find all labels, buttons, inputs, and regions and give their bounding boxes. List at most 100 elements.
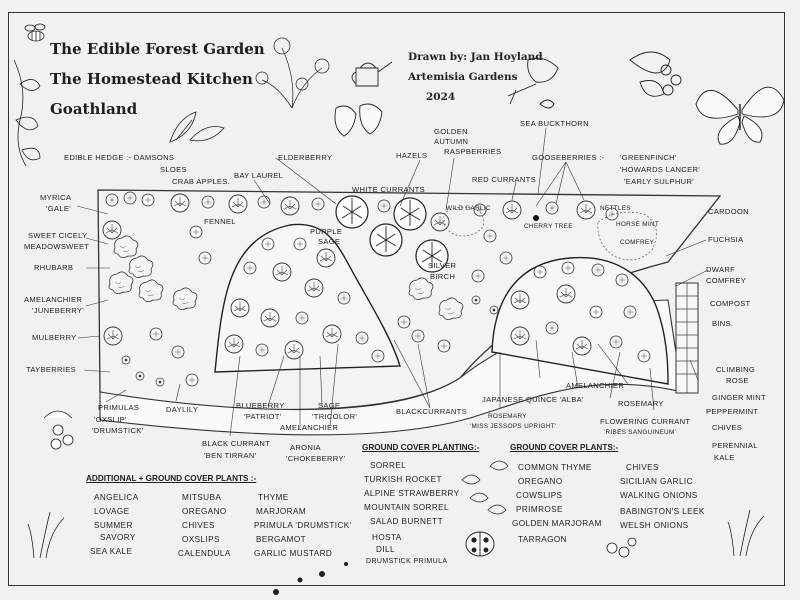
label-blueberry: Blueberry: [236, 401, 285, 410]
wild-garlic-patch: [442, 206, 485, 237]
additional-col2-item: Mitsuba: [182, 493, 222, 502]
label-cardoon: Cardoon: [708, 207, 749, 216]
additional-col3-item: Garlic mustard: [254, 549, 333, 558]
berries-illustration: [43, 410, 637, 558]
additional-col3-item: Marjoram: [256, 507, 307, 516]
label-ribes: 'Ribes sanguineum': [604, 429, 677, 436]
label-golden: Golden: [434, 127, 468, 136]
middle-plants: [369, 215, 539, 353]
label-sage: Sage: [318, 401, 341, 410]
additional-col1-item: Sea Kale: [90, 547, 133, 556]
label-tayberries: Tayberries: [26, 365, 76, 374]
label-juneberry: 'Juneberry': [32, 306, 85, 315]
butterfly-illustration: [695, 86, 785, 145]
additional-col1-item: Savory: [100, 533, 136, 542]
label-crab-apples: Crab apples.: [172, 177, 231, 186]
left-arch-bed: [214, 223, 401, 373]
title-line-3: Goathland: [50, 100, 138, 118]
ladybird-illustration: [465, 531, 495, 557]
ground-cover-2-col2-item: Sicilian garlic: [620, 477, 693, 486]
ground-cover-2-col2-item: Babington's leek: [620, 507, 705, 516]
additional-col3-item: Bergamot: [256, 535, 307, 544]
garden-tools-illustration: [507, 57, 559, 109]
label-nettles: Nettles: [600, 205, 631, 212]
strawberries-illustration: [334, 103, 383, 137]
lavender-illustration: [27, 509, 765, 559]
additional-col2-item: Oxslips: [182, 535, 220, 544]
additional-col3-item: Primula 'Drumstick': [254, 521, 352, 530]
label-elderberry: Elderberry: [278, 153, 333, 162]
label-cherry-tree: Cherry tree: [524, 223, 573, 230]
ground-cover-1-item: Hosta: [372, 533, 402, 542]
label-aronia: Aronia: [290, 443, 321, 452]
ground-cover-1-heading: Ground cover planting:-: [362, 443, 480, 452]
flower-umbel-illustration: [255, 37, 330, 109]
ground-cover-2-col1-item: Golden marjoram: [512, 519, 602, 528]
additional-col3-item: Thyme: [258, 493, 289, 502]
label-dwarf-comfrey: Comfrey: [706, 276, 747, 285]
label-horse-mint: Horse mint: [616, 221, 660, 228]
label-amelanchier-juneberry: Amelanchier: [24, 295, 83, 304]
label-red-currants: Red currants: [472, 175, 536, 184]
label-purple: Purple: [310, 227, 343, 236]
label-ben-tirran: 'Ben Tirran': [204, 451, 257, 460]
label-rosemary-mj: Rosemary: [488, 413, 527, 420]
label-sloes: Sloes: [160, 165, 187, 174]
ground-cover-2-col1-item: Common thyme: [518, 463, 592, 472]
label-gale: 'Gale': [46, 204, 71, 213]
leader-lines: [76, 127, 709, 437]
right-arch-bed: [491, 256, 669, 385]
year: 2024: [426, 91, 456, 103]
ground-cover-2-col1-item: Primrose: [516, 505, 563, 514]
label-dwarf: Dwarf: [706, 265, 736, 274]
page-border: [8, 12, 785, 586]
ground-cover-1-item: Sorrel: [370, 461, 407, 470]
label-sea-buckthorn: Sea buckthorn: [520, 119, 589, 128]
studio-name: Artemisia Gardens: [408, 71, 518, 83]
ground-cover-2-col2-item: Welsh onions: [620, 521, 689, 530]
label-compost: Compost: [710, 299, 751, 308]
label-climbing-rose: Rose: [726, 376, 749, 385]
label-rhubarb: Rhubarb: [34, 263, 74, 272]
label-compost-bins: Bins.: [712, 319, 734, 328]
ground-cover-1-item: Mountain sorrel: [364, 503, 449, 512]
label-silver: Silver: [428, 261, 457, 270]
nettle-patch: [597, 211, 657, 261]
additional-col1-item: Angelica: [94, 493, 139, 502]
label-oxslip: 'Oxslip': [94, 415, 127, 424]
label-howards-lancer: 'Howards lancer': [620, 165, 700, 174]
label-hazels: Hazels: [396, 151, 428, 160]
ground-cover-1-item: Alpine strawberry: [364, 489, 460, 498]
ground-cover-2-heading: Ground cover plants:-: [510, 443, 619, 452]
ground-cover-2-col1-item: Tarragon: [518, 535, 567, 544]
label-silver-birch: Birch: [430, 272, 456, 281]
label-flowering-currant: Flowering currant: [600, 417, 691, 426]
label-primulas: Primulas: [98, 403, 140, 412]
label-rosemary: Rosemary: [618, 399, 664, 408]
label-greenfinch: 'Greenfinch': [620, 153, 677, 162]
label-raspberries: Raspberries: [444, 147, 502, 156]
ground-cover-1-item: Turkish rocket: [364, 475, 442, 484]
label-white-currants: White currants: [352, 185, 425, 194]
additional-col1-item: Lovage: [94, 507, 130, 516]
ground-cover-2-col1-item: Oregano: [518, 477, 563, 486]
additional-col2-item: Chives: [182, 521, 215, 530]
label-daylily: Daylily: [166, 405, 199, 414]
label-japanese-quince: Japanese quince 'Alba': [482, 395, 584, 404]
additional-col1-item: Summer: [94, 521, 133, 530]
label-blackcurrants: Blackcurrants: [396, 407, 467, 416]
label-drumstick: 'Drumstick': [92, 426, 144, 435]
label-miss-jessops: 'Miss Jessops upright': [470, 423, 557, 430]
watering-can-illustration: [351, 61, 393, 87]
title-line-1: The Edible Forest Garden: [50, 40, 265, 58]
additional-col2-item: Oregano: [182, 507, 227, 516]
leaf-scatter-illustration: [461, 460, 509, 515]
ink-splatter-marks: [273, 562, 348, 595]
label-edible-hedge: Edible hedge :- Damsons: [64, 153, 175, 162]
ground-cover-2-col2-item: Walking onions: [620, 491, 698, 500]
additional-col2-item: Calendula: [178, 549, 231, 558]
leaf-sprig-illustration: [169, 111, 225, 143]
ground-cover-1-item: Salad burnett: [370, 517, 443, 526]
